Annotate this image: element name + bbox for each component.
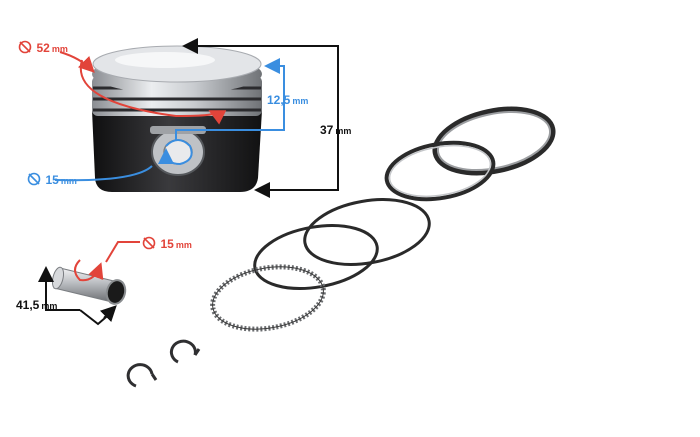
ring-zone-height-unit: mm bbox=[292, 96, 309, 106]
pin-bore-unit: mm bbox=[60, 176, 77, 186]
piston-pin bbox=[51, 266, 127, 305]
compression-ring-second bbox=[384, 140, 496, 202]
pin-bore-circle-arrow bbox=[158, 139, 193, 166]
pin-bore-arrow bbox=[54, 165, 153, 182]
oil-ring-expander bbox=[210, 264, 326, 332]
pin-length-unit: mm bbox=[41, 301, 58, 311]
pin-bore-value: 15 bbox=[45, 173, 59, 187]
piston-diameter-value: 52 bbox=[36, 41, 50, 55]
piston-height-line bbox=[184, 45, 339, 191]
piston-diameter-arrow bbox=[79, 59, 227, 125]
piston-height-unit: mm bbox=[335, 126, 352, 136]
ring-zone-height-value: 12,5 bbox=[267, 93, 291, 107]
diameter-icon bbox=[27, 172, 41, 186]
piston-height-value: 37 bbox=[320, 123, 334, 137]
piston-diameter-leader bbox=[59, 51, 95, 73]
pin-length-arrow-bottom bbox=[99, 305, 117, 323]
piston-crown-highlight bbox=[115, 52, 215, 68]
pin-diameter-unit: mm bbox=[175, 240, 192, 250]
diameter-icon bbox=[142, 236, 156, 250]
pin-end-opening bbox=[105, 279, 127, 305]
piston-diameter-unit: mm bbox=[51, 44, 68, 54]
pin-length-line bbox=[45, 278, 80, 311]
pin-diameter-value: 15 bbox=[160, 237, 174, 251]
piston bbox=[92, 45, 262, 192]
pin-length-value: 41,5 bbox=[16, 298, 40, 312]
diameter-icon bbox=[18, 40, 32, 54]
circlip-right bbox=[169, 339, 201, 364]
pin-diameter-circle-arrow bbox=[74, 259, 104, 282]
circlip-left bbox=[126, 363, 158, 388]
pin-diameter-arrow bbox=[105, 241, 140, 263]
pin-length-line-2 bbox=[79, 309, 113, 326]
compression-ring-top bbox=[432, 106, 556, 176]
